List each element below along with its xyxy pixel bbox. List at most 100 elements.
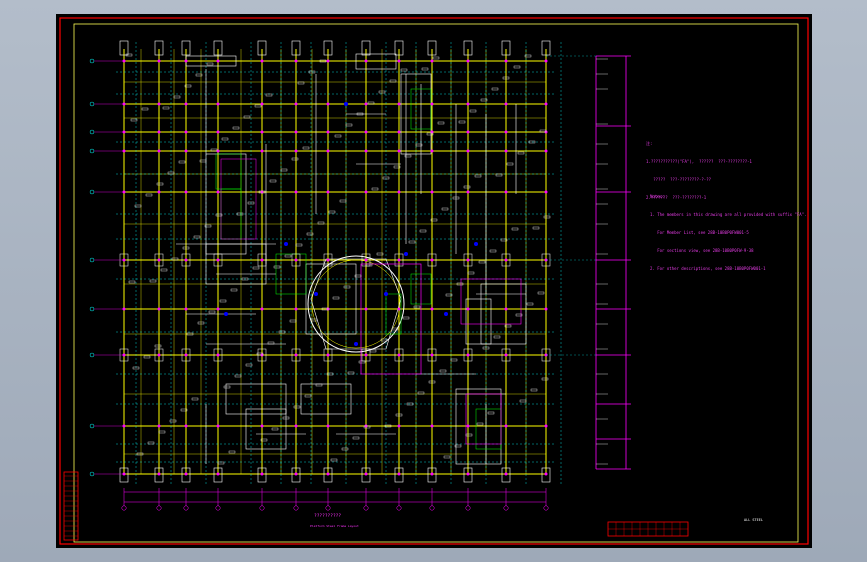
member-tag — [319, 59, 327, 63]
member-tag — [128, 280, 136, 284]
grid-intersection-marker — [364, 353, 368, 357]
grid-intersection-marker — [364, 149, 368, 153]
green-detail-box — [475, 408, 502, 450]
column-bubble-bottom — [361, 467, 371, 483]
blue-marker — [354, 342, 358, 346]
member-tag — [210, 148, 218, 152]
grid-intersection-marker — [184, 149, 188, 153]
member-tag — [395, 413, 403, 417]
member-tag — [278, 330, 286, 334]
member-tag — [515, 313, 523, 317]
member-tag — [147, 441, 155, 445]
member-tag — [376, 252, 384, 256]
member-tag — [430, 218, 438, 222]
grid-intersection-marker — [397, 190, 401, 194]
notes-en-heading: Notes: — [650, 194, 665, 199]
section-callout-box — [220, 158, 257, 240]
member-tag — [167, 171, 175, 175]
left-axis-bubble — [89, 352, 95, 358]
member-tag — [332, 296, 340, 300]
grid-intersection-marker — [430, 258, 434, 262]
grid-intersection-marker — [466, 258, 470, 262]
member-tag — [517, 151, 525, 155]
column-bubble-top — [257, 40, 267, 56]
member-tag — [454, 444, 462, 448]
member-tag — [228, 450, 236, 454]
member-tag — [437, 121, 445, 125]
member-tag — [219, 299, 227, 303]
grid-intersection-marker — [157, 59, 161, 63]
column-bubble-bottom — [154, 467, 164, 483]
member-tag — [345, 123, 353, 127]
grid-intersection-marker — [294, 307, 298, 311]
member-tag — [197, 321, 205, 325]
grid-intersection-marker — [504, 190, 508, 194]
member-tag — [195, 73, 203, 77]
member-tag — [241, 277, 249, 281]
member-tag — [356, 112, 364, 116]
column-bubble-top — [291, 40, 301, 56]
column-bubble-mid — [463, 348, 473, 362]
column-bubble-mid — [213, 253, 223, 267]
notes-en-line2: For Member List, see 28B-10B0P0FW001-5 — [650, 230, 749, 235]
grid-intersection-marker — [260, 472, 264, 476]
grid-intersection-marker — [504, 59, 508, 63]
axis-label-bubble — [121, 505, 127, 511]
grid-intersection-marker — [466, 149, 470, 153]
member-tag — [502, 76, 510, 80]
member-tag — [539, 129, 547, 133]
member-tag — [267, 341, 275, 345]
grid-intersection-marker — [397, 258, 401, 262]
grid-intersection-marker — [326, 353, 330, 357]
grid-intersection-marker — [326, 102, 330, 106]
notes-cn-line2: ????? ???-????????-?-?? — [646, 177, 712, 182]
grid-intersection-marker — [364, 258, 368, 262]
member-tag — [271, 427, 279, 431]
member-tag — [236, 212, 244, 216]
member-tag — [482, 346, 490, 350]
member-tag — [408, 240, 416, 244]
notes-en-line3: For sections view, see 28B-10B0P0FW-9-38 — [650, 248, 754, 253]
member-tag — [528, 140, 536, 144]
member-tag — [541, 377, 549, 381]
drawing-sheet[interactable]: 注: 1.???????????("FA"), ?????? ???-?????… — [56, 14, 812, 548]
member-tag — [511, 227, 519, 231]
member-tag — [404, 154, 412, 158]
grid-intersection-marker — [430, 190, 434, 194]
left-axis-bubble — [89, 148, 95, 154]
member-tag — [295, 243, 303, 247]
grid-intersection-marker — [430, 130, 434, 134]
axis-label-bubble — [396, 505, 402, 511]
axis-label-bubble — [293, 505, 299, 511]
member-tag — [474, 174, 482, 178]
member-tag — [524, 54, 532, 58]
member-tag — [367, 101, 375, 105]
member-tag — [245, 363, 253, 367]
axis-label-bubble — [325, 505, 331, 511]
member-tag — [463, 185, 471, 189]
member-tag — [458, 120, 466, 124]
grid-intersection-marker — [397, 130, 401, 134]
grid-intersection-marker — [364, 102, 368, 106]
axis-label-bubble — [543, 505, 549, 511]
axis-label-bubble — [183, 505, 189, 511]
member-tag — [297, 81, 305, 85]
column-bubble-top — [119, 40, 129, 56]
column-bubble-mid — [427, 253, 437, 267]
grid-intersection-marker — [504, 102, 508, 106]
grid-intersection-marker — [260, 190, 264, 194]
member-tag — [145, 193, 153, 197]
member-tag — [428, 380, 436, 384]
column-bubble-top — [427, 40, 437, 56]
column-bubble-mid — [291, 253, 301, 267]
member-tag — [230, 288, 238, 292]
member-tag — [467, 271, 475, 275]
member-tag — [162, 106, 170, 110]
grid-intersection-marker — [466, 130, 470, 134]
left-axis-bubble — [89, 306, 95, 312]
grid-intersection-marker — [294, 353, 298, 357]
member-tag — [141, 107, 149, 111]
column-bubble-top — [361, 40, 371, 56]
grid-intersection-marker — [397, 149, 401, 153]
